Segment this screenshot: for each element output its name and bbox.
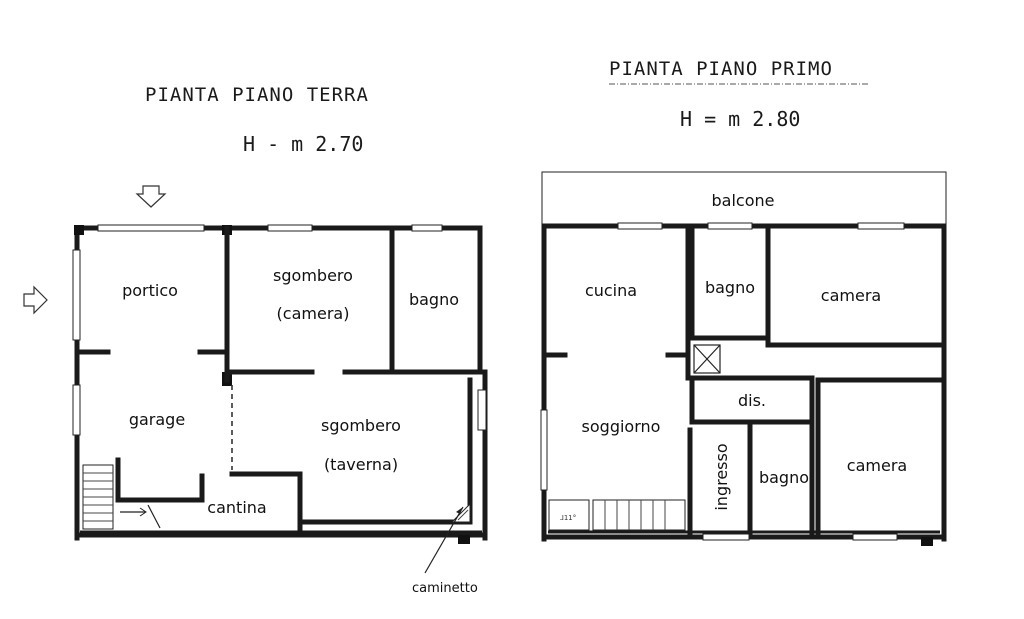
stair-mark: ⅃11° — [560, 514, 577, 522]
ground-floor-outer-walls — [72, 224, 488, 541]
first-floor-inner-walls — [545, 225, 943, 535]
balcone-outline — [541, 171, 947, 225]
ground-floor-plan: PIANTA PIANO TERRA H - m 2.70 — [23, 84, 488, 596]
room-sgombero-camera-line2: (camera) — [277, 304, 350, 323]
first-floor-title: PIANTA PIANO PRIMO — [609, 58, 833, 80]
room-bagno-bottom: bagno — [759, 468, 809, 487]
first-floor-outer-walls — [540, 222, 947, 546]
ground-floor-title: PIANTA PIANO TERRA — [145, 84, 369, 106]
entrance-arrow-down-icon — [135, 185, 167, 208]
room-camera-top: camera — [821, 286, 881, 305]
first-floor-stairs: ⅃11° — [548, 499, 686, 531]
ground-floor-height: H - m 2.70 — [243, 132, 363, 156]
entrance-arrow-right-icon — [23, 285, 48, 315]
room-camera-bottom: camera — [847, 456, 907, 475]
room-dis: dis. — [738, 391, 766, 410]
caminetto-arrow-icon — [424, 506, 464, 574]
ground-floor-stairs — [82, 464, 161, 530]
room-bagno-top: bagno — [705, 278, 755, 297]
room-sgombero-taverna-line2: (taverna) — [324, 455, 398, 474]
room-cucina: cucina — [585, 281, 637, 300]
first-floor-height: H = m 2.80 — [680, 107, 800, 131]
room-sgombero-taverna-line1: sgombero — [321, 416, 401, 435]
shaft-box — [693, 344, 721, 374]
room-soggiorno: soggiorno — [582, 417, 661, 436]
room-cantina: cantina — [207, 498, 266, 517]
first-floor-plan: PIANTA PIANO PRIMO H = m 2.80 — [540, 58, 947, 546]
ground-floor-inner-walls — [77, 225, 483, 535]
room-balcone: balcone — [712, 191, 775, 210]
caminetto-label: caminetto — [412, 581, 478, 596]
room-sgombero-camera-line1: sgombero — [273, 266, 353, 285]
room-ingresso: ingresso — [712, 443, 731, 510]
room-portico: portico — [122, 281, 178, 300]
room-garage: garage — [129, 410, 185, 429]
room-bagno-ground: bagno — [409, 290, 459, 309]
